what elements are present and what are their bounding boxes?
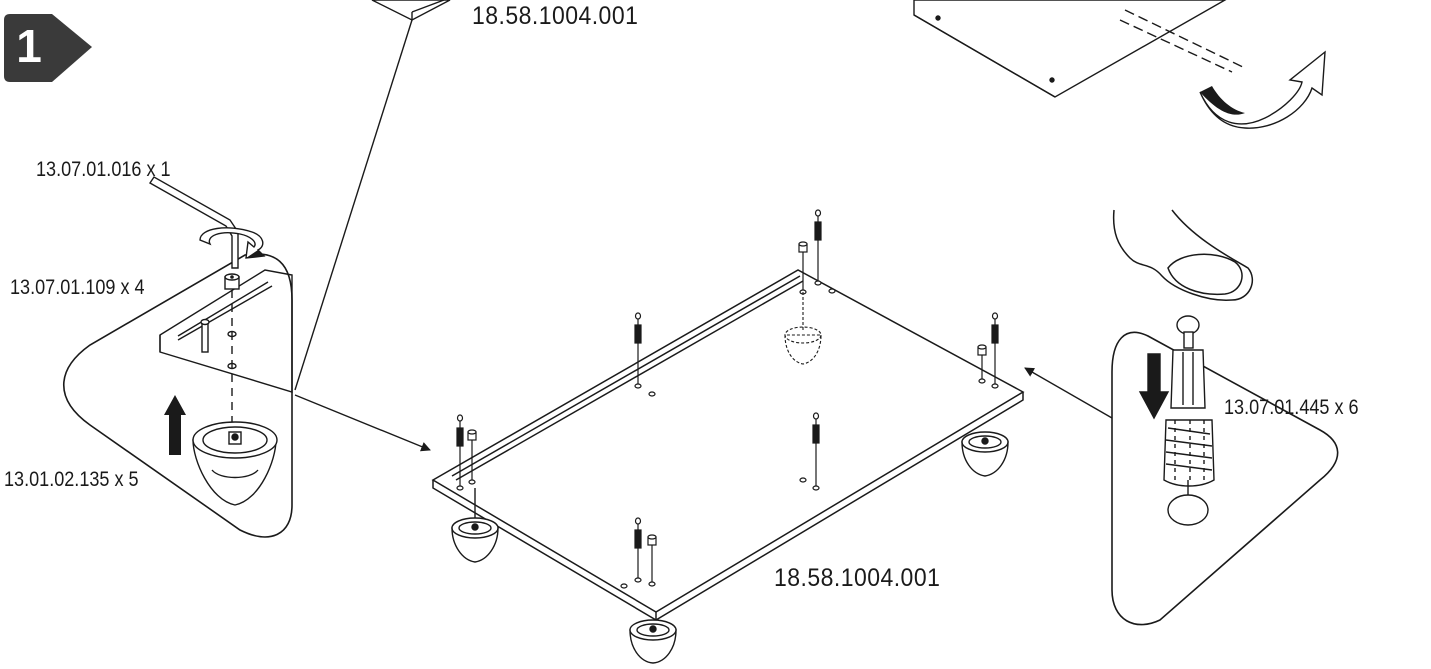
label-foot: 13.01.02.135 x 5 — [4, 468, 139, 491]
flip-panel — [913, 0, 1246, 98]
screw-pin — [467, 429, 477, 480]
dowel-pin — [812, 412, 820, 486]
label-screw: 13.07.01.109 x 4 — [10, 276, 145, 299]
dowel-pin — [634, 517, 642, 578]
screw-pin — [798, 241, 808, 290]
screw-pin — [977, 344, 987, 379]
dowel-pin — [814, 209, 822, 281]
dowel-pin — [991, 312, 999, 384]
panel-holes — [456, 280, 999, 589]
screw-pin — [647, 534, 657, 582]
right-detail-bubble — [1111, 331, 1339, 626]
hex-key-icon — [148, 176, 239, 269]
label-panel-top: 18.58.1004.001 — [472, 2, 639, 30]
rotate-arrow-icon — [199, 227, 266, 259]
foot-detail — [192, 421, 278, 506]
label-dowel: 13.07.01.445 x 6 — [1224, 396, 1359, 419]
up-arrow-icon — [164, 395, 186, 455]
finger-icon — [1112, 209, 1253, 301]
step-number: 1 — [16, 20, 42, 72]
label-hex-key: 13.07.01.016 x 1 — [36, 158, 171, 181]
hidden-foot — [784, 292, 822, 365]
left-detail-panel — [159, 269, 293, 440]
foot-left — [451, 488, 499, 563]
foot-right — [961, 431, 1009, 477]
step-badge — [4, 14, 92, 82]
flip-arrow-icon — [1199, 50, 1326, 129]
top-panel-corner — [371, 0, 451, 21]
dowel-pins — [456, 209, 999, 582]
dowel-pin — [634, 312, 642, 384]
dowel-detail — [1138, 315, 1215, 526]
foot-front — [629, 619, 677, 664]
dowel-pin — [456, 414, 464, 486]
screw-detail — [224, 273, 240, 290]
leader-lines — [294, 19, 1113, 452]
label-panel-main: 18.58.1004.001 — [774, 564, 941, 592]
